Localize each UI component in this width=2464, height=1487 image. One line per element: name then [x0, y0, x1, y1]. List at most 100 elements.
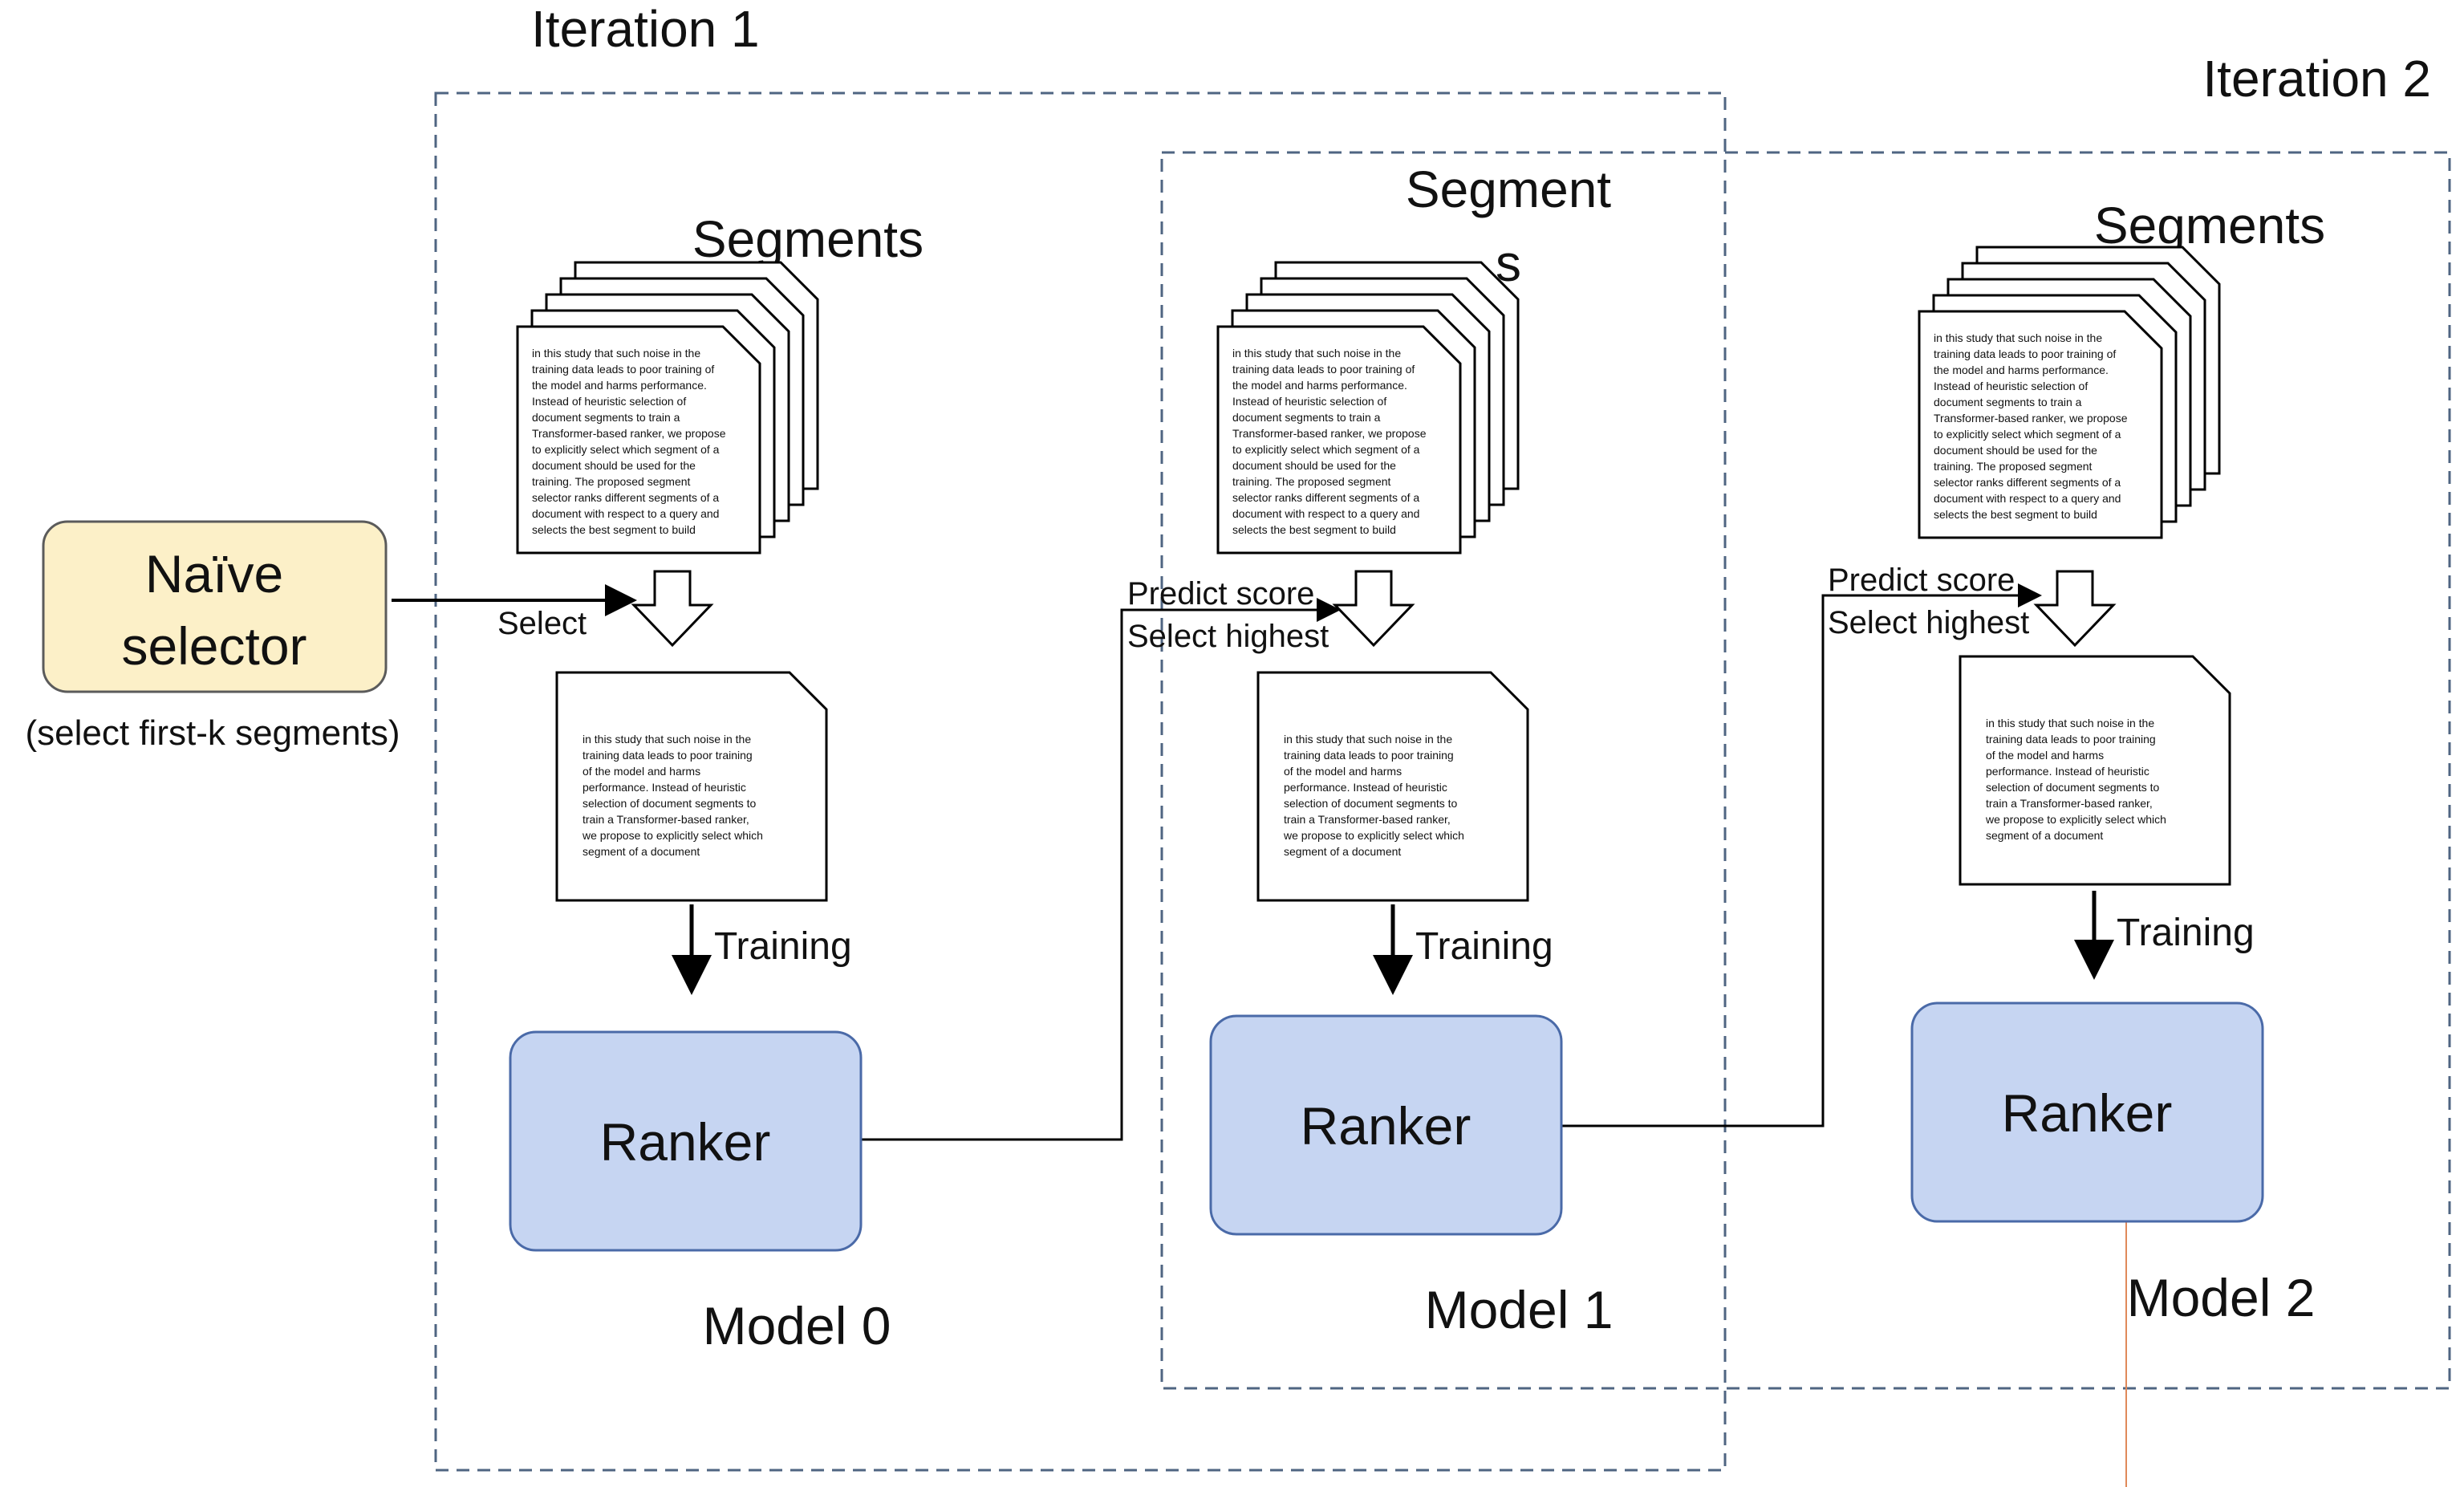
selected-text-line: train a Transformer-based ranker,: [1284, 813, 1451, 826]
selected-text-line: of the model and harms: [1284, 765, 1402, 778]
segment-text-line: training. The proposed segment: [1232, 475, 1391, 488]
ranker-box: [1209, 1014, 1563, 1236]
segment-text-line: document should be used for the: [532, 459, 696, 472]
selected-segment-document: [555, 671, 828, 902]
selected-segment-document: [1959, 655, 2231, 886]
selection-arrow-icon: [631, 570, 714, 648]
model-label: Model 1: [1425, 1280, 1614, 1339]
iteration-1-label: Iteration 1: [531, 0, 760, 58]
segment-text-line: to explicitly select which segment of a: [1232, 443, 1420, 456]
iteration-2-border: [1160, 151, 2451, 1390]
segment-text-line: document with respect to a query and: [1934, 492, 2121, 505]
selected-text-line: segment of a document: [583, 845, 700, 858]
segment-text-line: selects the best segment to build: [1232, 523, 1396, 536]
training-label: Training: [1415, 925, 1553, 968]
naive-selector-caption: (select first-k segments): [26, 713, 400, 753]
segment-text-line: selector ranks different segments of a: [1232, 491, 1419, 504]
segment-text-line: selector ranks different segments of a: [1934, 476, 2121, 489]
selected-text-line: in this study that such noise in the: [1284, 733, 1452, 746]
segment-text-line: training. The proposed segment: [1934, 460, 2093, 473]
ranker-box: [1910, 1001, 2264, 1223]
segment-text-line: document should be used for the: [1934, 444, 2097, 457]
segment-text-line: Instead of heuristic selection of: [1232, 395, 1386, 408]
iteration-1-border: [434, 91, 1727, 1472]
segment-text-line: Transformer-based ranker, we propose: [1934, 412, 2128, 425]
segment-text-line: document with respect to a query and: [532, 507, 719, 520]
selection-arrow-icon: [1332, 570, 1415, 648]
naive-selector: Naïve selector (select first-k segments): [26, 520, 400, 753]
selected-text-line: in this study that such noise in the: [1986, 717, 2154, 729]
selection-arrow-icon: [2033, 570, 2117, 648]
naive-selector-label-line-1: Naïve: [145, 544, 283, 603]
selected-text-line: of the model and harms: [583, 765, 700, 778]
segments-title-line-1: Segments: [692, 210, 923, 268]
segment-document-1: [516, 325, 761, 555]
segment-document-1: [1216, 325, 1462, 555]
segment-text-line: Instead of heuristic selection of: [532, 395, 686, 408]
segments-title-line-1: Segments: [2094, 197, 2325, 254]
input-label-line-2: Select highest: [1828, 605, 2029, 640]
naive-selector-box: [42, 520, 388, 693]
segment-text-line: document with respect to a query and: [1232, 507, 1419, 520]
segment-text-line: in this study that such noise in the: [532, 347, 700, 360]
input-label-line-1: Predict score: [1828, 563, 2015, 598]
training-label: Training: [2117, 912, 2255, 954]
segment-text-line: document segments to train a: [532, 411, 680, 424]
segment-text-line: Transformer-based ranker, we propose: [1232, 427, 1427, 440]
model-1-to-stage-3-arrow: [1561, 583, 2042, 1127]
segment-text-line: Transformer-based ranker, we propose: [532, 427, 726, 440]
segment-text-line: Instead of heuristic selection of: [1934, 380, 2088, 392]
segment-text-line: in this study that such noise in the: [1232, 347, 1401, 360]
iteration-2-frame: Iteration 2: [1160, 50, 2451, 1390]
input-label-line-1: Select: [497, 606, 587, 641]
segment-text-line: the model and harms performance.: [532, 379, 707, 392]
selected-text-line: selection of document segments to: [583, 797, 757, 810]
ranker-box: [509, 1030, 863, 1252]
training-label: Training: [714, 925, 852, 968]
segment-text-line: training data leads to poor training of: [532, 363, 714, 376]
selected-text-line: performance. Instead of heuristic: [1284, 781, 1447, 794]
selected-text-line: performance. Instead of heuristic: [583, 781, 746, 794]
selected-text-line: selection of document segments to: [1284, 797, 1458, 810]
iteration-2-label: Iteration 2: [2202, 50, 2431, 108]
selected-text-line: training data leads to poor training: [1284, 749, 1454, 762]
segment-text-line: document segments to train a: [1934, 396, 2082, 408]
segment-text-line: selector ranks different segments of a: [532, 491, 719, 504]
model-label: Model 2: [2127, 1268, 2316, 1327]
segment-document-1: [1918, 310, 2163, 539]
selected-text-line: training data leads to poor training: [583, 749, 753, 762]
segment-text-line: the model and harms performance.: [1934, 364, 2109, 376]
selected-text-line: we propose to explicitly select which: [1985, 813, 2166, 826]
selected-text-line: we propose to explicitly select which: [1283, 829, 1464, 842]
segment-text-line: selects the best segment to build: [1934, 508, 2097, 521]
segment-text-line: selects the best segment to build: [532, 523, 696, 536]
segment-text-line: document should be used for the: [1232, 459, 1396, 472]
model-label: Model 0: [703, 1296, 891, 1355]
selected-text-line: of the model and harms: [1986, 749, 2104, 762]
stage-2: Segments in this study that such noise in…: [1828, 197, 2325, 1327]
ranker-label: Ranker: [2002, 1083, 2173, 1143]
segment-text-line: to explicitly select which segment of a: [1934, 428, 2121, 441]
segment-text-line: training data leads to poor training of: [1934, 347, 2116, 360]
selected-text-line: selection of document segments to: [1986, 781, 2160, 794]
segment-text-line: training data leads to poor training of: [1232, 363, 1415, 376]
stage-0: Segments in this study that such noise in…: [497, 210, 923, 1355]
iteration-1-frame: Iteration 1: [434, 0, 1727, 1472]
ranker-label: Ranker: [1301, 1096, 1471, 1156]
segment-text-line: document segments to train a: [1232, 411, 1381, 424]
ranker-label: Ranker: [600, 1112, 771, 1172]
model-0-to-stage-2-arrow: [861, 598, 1341, 1141]
segment-text-line: training. The proposed segment: [532, 475, 691, 488]
selected-text-line: segment of a document: [1986, 829, 2103, 842]
segments-title-line-1: Segment: [1406, 160, 1611, 218]
input-label-line-2: Select highest: [1127, 619, 1329, 654]
selected-text-line: performance. Instead of heuristic: [1986, 765, 2149, 778]
input-label-line-1: Predict score: [1127, 576, 1314, 611]
segment-text-line: to explicitly select which segment of a: [532, 443, 720, 456]
selected-text-line: in this study that such noise in the: [583, 733, 751, 746]
selected-text-line: we propose to explicitly select which: [582, 829, 763, 842]
selected-segment-document: [1256, 671, 1529, 902]
selected-text-line: segment of a document: [1284, 845, 1401, 858]
